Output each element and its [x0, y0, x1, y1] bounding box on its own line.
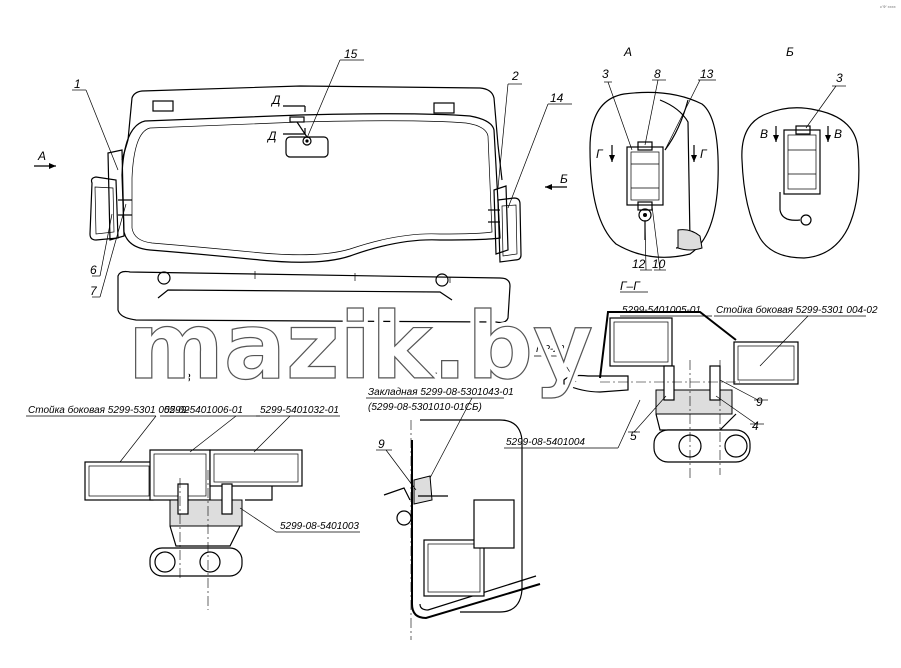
watermark-text-halo: mazik.by [128, 293, 593, 400]
section-dd [383, 419, 541, 640]
arrow-b-label: Б [560, 172, 568, 186]
label-zakladnaya-sb: (5299-08-5301010-01СБ) [368, 402, 482, 413]
arrow-a-label: A [37, 149, 46, 163]
view-a-detail [589, 91, 719, 258]
callout-7: 7 [90, 284, 98, 298]
label-stoika-left: Стойка боковая 5299-5301 005-02 [28, 404, 190, 416]
callout-13: 13 [700, 67, 714, 81]
section-dd-title: Д–Д [420, 365, 446, 379]
view-b-title: Б [786, 45, 794, 59]
callout-8: 8 [654, 67, 661, 81]
section-vv-title: В–В [168, 371, 191, 385]
callout-14: 14 [550, 91, 564, 105]
label-5401003: 5299-08-5401003 [280, 521, 359, 532]
corner-mark: с'Ф' хххх [880, 4, 896, 9]
section-v-left-label: В [760, 127, 768, 141]
callout-15: 15 [344, 47, 358, 61]
callout-5: 5 [630, 429, 637, 443]
section-titles: В–В Д–Д Г–Г [168, 279, 641, 385]
section-v-right-label: В [834, 127, 842, 141]
callout-12: 12 [632, 257, 646, 271]
section-gg-title: Г–Г [620, 279, 641, 293]
label-5401005: 5299-5401005-01 [622, 305, 701, 316]
windshield-front-view [34, 85, 567, 263]
label-5401004: 5299-08-5401004 [506, 437, 585, 448]
section-gg [563, 311, 799, 480]
label-5401006: 5299-5401006-01 [164, 405, 243, 416]
part-labels: Стойка боковая 5299-5301 005-02 5299-540… [28, 304, 878, 532]
view-a-title: А [623, 45, 632, 59]
label-stoika-right: Стойка боковая 5299-5301 004-02 [716, 304, 878, 316]
label-5401032: 5299-5401032-01 [260, 405, 339, 416]
section-d-bottom-label: Д [266, 129, 277, 143]
leader-lines [26, 59, 866, 533]
callout-3b: 3 [836, 71, 843, 85]
label-pr22: ПР-22 [536, 344, 565, 355]
section-vv [84, 449, 303, 610]
dashboard-strip [117, 270, 511, 324]
section-g-right-label: Г [700, 147, 708, 161]
callout-3a: 3 [602, 67, 609, 81]
callout-4: 4 [752, 419, 759, 433]
section-d-top-label: Д [270, 93, 281, 107]
view-letters: A Б Д Д А Б Г Г В В [37, 45, 842, 186]
watermark: mazik.by mazik.by [124, 289, 598, 405]
watermark-text: mazik.by [128, 293, 593, 400]
callout-numbers: 1 2 3 3 4 5 6 7 8 9 9 10 12 13 14 15 [74, 47, 843, 451]
view-b-detail [741, 107, 860, 259]
callout-10: 10 [652, 257, 666, 271]
callout-2: 2 [511, 69, 519, 83]
callout-9a: 9 [378, 437, 385, 451]
callout-9b: 9 [756, 395, 763, 409]
callout-6: 6 [90, 263, 97, 277]
section-g-left-label: Г [596, 147, 604, 161]
callout-1: 1 [74, 77, 81, 91]
label-zakladnaya: Закладная 5299-08-5301043-01 [368, 387, 514, 398]
